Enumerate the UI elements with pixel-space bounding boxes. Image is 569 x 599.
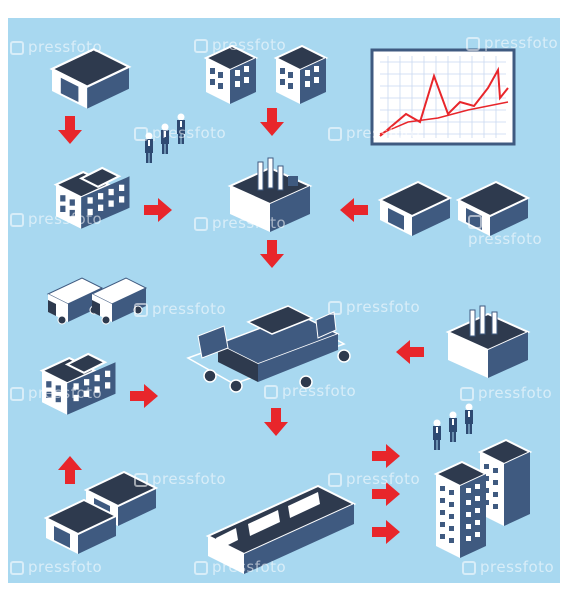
- skyscrapers: [433, 438, 533, 558]
- industry-flow-diagram: [39, 45, 533, 574]
- watermark: pressfoto: [134, 300, 226, 318]
- watermark: pressfoto: [134, 124, 226, 142]
- arrow-left-1: [340, 198, 368, 222]
- workers-group-bottom: [433, 403, 473, 450]
- watermark: pressfoto: [264, 382, 356, 400]
- distribution-warehouse: [205, 484, 357, 574]
- arrows-to-skyscrapers: [372, 444, 400, 544]
- arrow-right-2: [130, 384, 158, 408]
- watermark: pressfoto: [462, 558, 554, 576]
- arrow-down-3: [260, 240, 284, 268]
- office-lower-left: [39, 352, 116, 415]
- watermark: pressfoto: [10, 38, 102, 56]
- factory-center: [227, 157, 313, 232]
- watermark: pressfoto: [10, 558, 102, 576]
- office-left: [53, 166, 130, 229]
- watermark: pressfoto: [468, 212, 560, 248]
- arrow-right-1: [144, 198, 172, 222]
- arrow-down-4: [264, 408, 288, 436]
- watermark: pressfoto: [460, 384, 552, 402]
- watermark: pressfoto: [194, 214, 286, 232]
- watermark: pressfoto: [10, 384, 102, 402]
- watermark: pressfoto: [10, 210, 102, 228]
- arrow-down-2: [260, 108, 284, 136]
- watermark: pressfoto: [466, 34, 558, 52]
- watermark: pressfoto: [194, 36, 286, 54]
- arrow-up-1: [58, 456, 82, 484]
- factory-right: [445, 305, 531, 378]
- diagram-canvas: pressfoto pressfoto pressfoto pressfoto …: [8, 18, 560, 583]
- growth-chart-board: [370, 48, 516, 146]
- watermark: pressfoto: [328, 124, 420, 142]
- watermark: pressfoto: [194, 558, 286, 576]
- watermark: pressfoto: [328, 298, 420, 316]
- warehouse-top-left: [50, 48, 131, 110]
- office-buildings-top: [205, 45, 327, 105]
- watermark: pressfoto: [328, 470, 420, 488]
- arrow-down-1: [58, 116, 82, 144]
- car-assembly: [186, 305, 351, 393]
- arrow-left-2: [396, 340, 424, 364]
- delivery-trucks: [46, 277, 148, 325]
- watermark: pressfoto: [134, 470, 226, 488]
